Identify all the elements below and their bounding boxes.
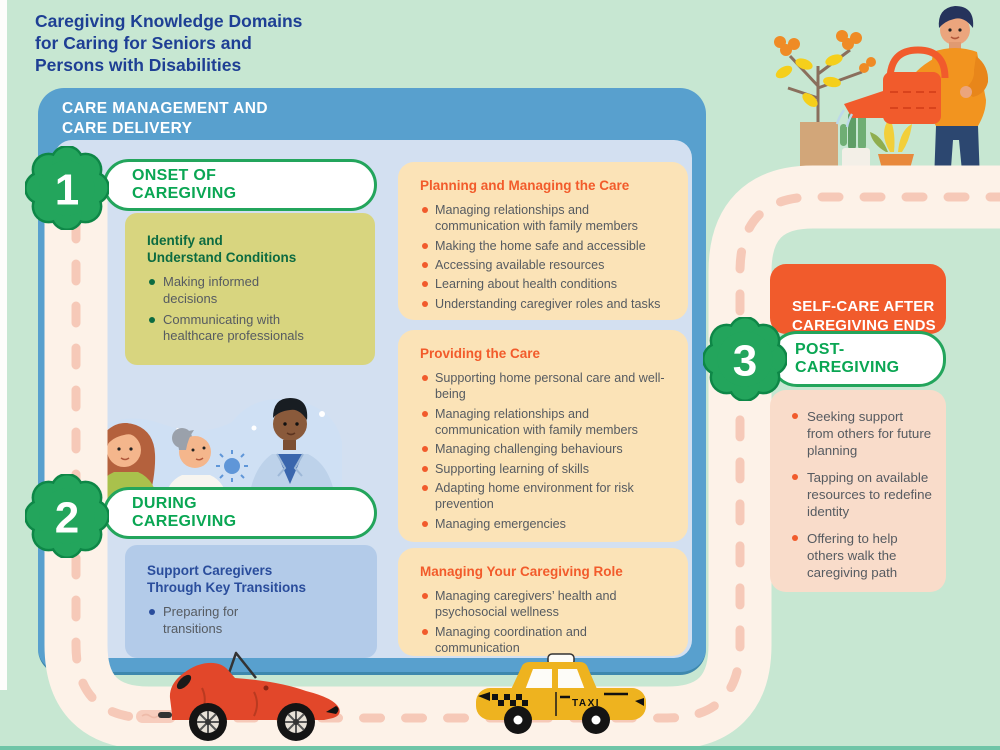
orange-flowers: [774, 30, 876, 73]
stage-2-number: 2: [55, 494, 79, 543]
bullet-item: Supporting home personal care and well-b…: [420, 370, 672, 403]
bullet-item: Managing relationships and communication…: [420, 202, 672, 235]
bullet-item: Tapping on available resources to redefi…: [790, 469, 932, 520]
stage-1-badge: 1: [25, 146, 109, 230]
windshield-frame: [226, 651, 257, 679]
self-care-header: SELF-CARE AFTER CAREGIVING ENDS: [792, 297, 936, 335]
bullet-item: Managing relationships and communication…: [420, 406, 672, 439]
page-title: Caregiving Knowledge Domains for Caring …: [35, 11, 303, 76]
taxi-rear-wheel: [582, 706, 610, 734]
bullet-item: Accessing available resources: [420, 257, 672, 273]
stage-3-label: POST- CAREGIVING: [795, 340, 900, 376]
care-management-panel-header: CARE MANAGEMENT AND CARE DELIVERY: [62, 100, 268, 138]
exhaust-pipe: [158, 712, 172, 718]
bullet-item: Communicating with healthcare profession…: [147, 312, 305, 346]
bullet-item: Adapting home environment for risk preve…: [420, 480, 672, 513]
taxi-illustration: TAXI: [476, 653, 646, 734]
during-box-heading: Support Caregivers Through Key Transitio…: [147, 563, 307, 595]
stage-3-number: 3: [733, 337, 757, 386]
taxi-rear-window: [558, 669, 585, 690]
tree-pot: [800, 122, 838, 174]
self-care-header-box: SELF-CARE AFTER CAREGIVING ENDS: [770, 264, 946, 334]
role-box-heading: Managing Your Caregiving Role: [420, 564, 623, 579]
flower-badge-fill: [704, 318, 786, 400]
flower-badge-fill: [26, 147, 108, 229]
taillight: [176, 674, 192, 690]
providing-box-bullets: Supporting home personal care and well-b…: [420, 370, 672, 532]
bullet-item: Managing challenging behaviours: [420, 441, 672, 457]
caregivers-illustration: [88, 398, 342, 504]
role-box-bullets: Managing caregivers’ health and psychoso…: [420, 588, 672, 656]
planning-box-bullets: Managing relationships and communication…: [420, 202, 672, 312]
taxi-front-window: [525, 669, 552, 690]
bullet-item: Offering to help others walk the caregiv…: [790, 530, 932, 581]
bullet-item: Seeking support from others for future p…: [790, 408, 932, 459]
headlight: [326, 706, 339, 714]
bullet-item: Understanding caregiver roles and tasks: [420, 296, 672, 312]
onset-box-heading: Identify and Understand Conditions: [147, 233, 297, 265]
planning-box-heading: Planning and Managing the Care: [420, 178, 630, 193]
bullet-item: Managing coordination and communication: [420, 624, 672, 657]
rear-wheel: [189, 703, 227, 741]
flower-badge-fill: [26, 475, 108, 557]
watering-can: [835, 46, 949, 128]
stage-1-label-pill: ONSET OF CAREGIVING: [103, 159, 377, 211]
checker-band: [492, 694, 528, 706]
during-knowledge-box: Support Caregivers Through Key Transitio…: [125, 545, 377, 658]
bullet-item: Making informed decisions: [147, 274, 305, 308]
road-center-dashes: [71, 175, 1000, 723]
stage-2-label-pill: DURING CAREGIVING: [103, 487, 377, 539]
flower-tree: [774, 30, 876, 174]
taxi-headlight: [478, 692, 490, 701]
onset-knowledge-box: Identify and Understand Conditions Makin…: [125, 213, 375, 365]
caregiving-role-box: Managing Your Caregiving Role Managing c…: [398, 548, 688, 656]
virus-icon: [216, 450, 248, 482]
planning-care-box: Planning and Managing the Care Managing …: [398, 162, 688, 320]
stage-2-badge: 2: [25, 474, 109, 558]
post-box-bullets: Seeking support from others for future p…: [790, 408, 932, 581]
stage-3-badge: 3: [703, 317, 787, 401]
page-edge-strip: [0, 0, 7, 690]
bullet-item: Managing caregivers’ health and psychoso…: [420, 588, 672, 621]
stage-2-label: DURING CAREGIVING: [132, 494, 237, 530]
bullet-item: Learning about health conditions: [420, 276, 672, 292]
taxi-taillight: [635, 698, 644, 706]
providing-care-box: Providing the Care Supporting home perso…: [398, 330, 688, 542]
red-convertible-illustration: [136, 651, 340, 741]
front-wheel: [277, 703, 315, 741]
bullet-item: Making the home safe and accessible: [420, 238, 672, 254]
bottom-accent-bar: [0, 746, 1000, 750]
stage-3-label-pill: POST- CAREGIVING: [770, 331, 946, 387]
stage-1-label: ONSET OF CAREGIVING: [132, 166, 237, 202]
taxi-front-wheel: [504, 706, 532, 734]
taxi-label: TAXI: [572, 698, 600, 709]
stage-1-number: 1: [55, 166, 79, 215]
bullet-item: Supporting learning of skills: [420, 461, 672, 477]
during-box-bullets: Preparing for transitions: [147, 604, 269, 638]
providing-box-heading: Providing the Care: [420, 346, 541, 361]
bullet-item: Managing emergencies: [420, 516, 672, 532]
post-caregiving-box: Seeking support from others for future p…: [770, 390, 946, 592]
bullet-item: Preparing for transitions: [147, 604, 269, 638]
